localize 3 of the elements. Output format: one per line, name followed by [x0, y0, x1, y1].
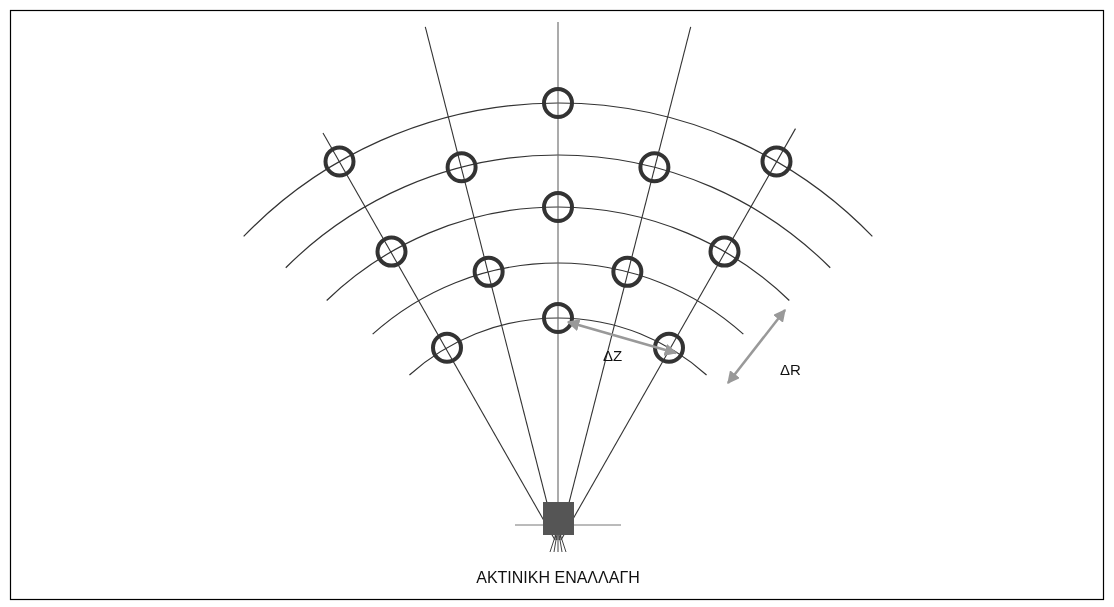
caption: ΑΚΤΙΝΙΚΗ ΕΝΑΛΛΑΓΗ [476, 569, 640, 587]
dimension-label: ΔZ [603, 348, 623, 365]
dimension-label: ΔR [780, 362, 801, 379]
